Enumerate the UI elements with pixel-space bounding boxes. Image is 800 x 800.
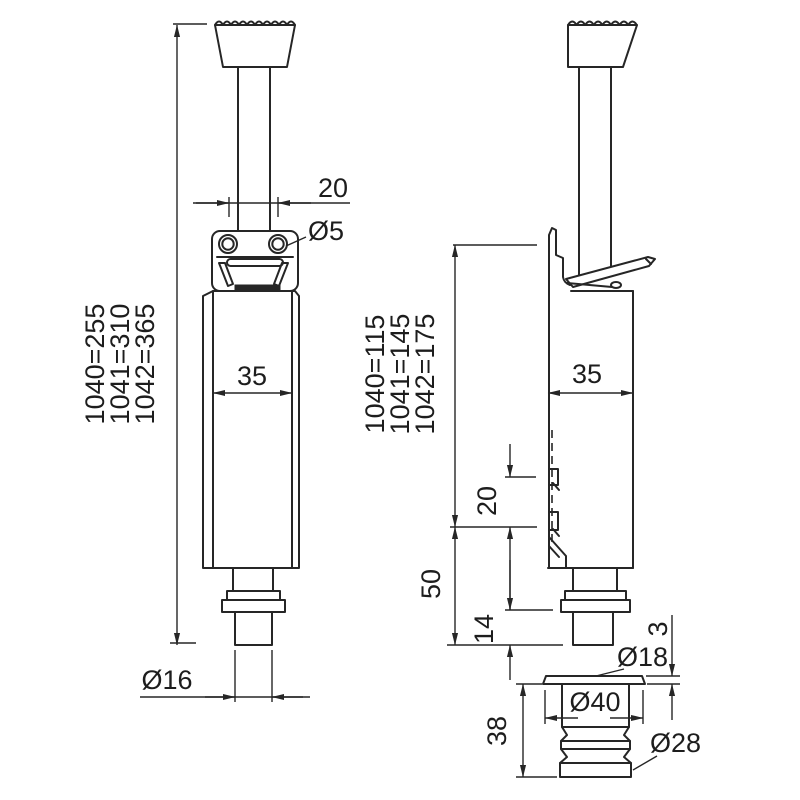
pin-length-label: 14 — [469, 614, 499, 644]
pedal-pivot — [610, 281, 622, 289]
bottom-pin-side — [560, 567, 631, 646]
pin-dia-label: Ø16 — [141, 665, 192, 695]
socket-hole-dimension: Ø18 — [595, 642, 668, 677]
foot-serration — [214, 20, 296, 26]
mounting-bracket — [211, 230, 299, 292]
flange-dia-label: Ø40 — [569, 687, 620, 717]
foot-serration-side — [567, 20, 638, 26]
front-height-label-1041: 1041=310 — [105, 304, 135, 425]
bottom-pin-front — [221, 567, 286, 646]
body-outline — [202, 290, 300, 569]
screw-hole-left-ring — [218, 234, 238, 254]
spring-leg-left — [218, 262, 234, 287]
screw-hole-right — [271, 237, 285, 251]
side-height-label-1040: 1040=115 — [360, 315, 390, 434]
front-width-label: 35 — [237, 361, 267, 391]
lower-offset-dimension: 50 — [416, 526, 459, 646]
release-pedal — [565, 256, 656, 289]
socket-hole-label: Ø18 — [617, 642, 668, 672]
screw-hole-left — [221, 237, 235, 251]
side-width-dimension: 35 — [547, 359, 634, 397]
rubber-foot-front — [214, 20, 296, 68]
side-view: 1040=115 1041=145 1042=175 50 20 14 — [360, 20, 656, 680]
channel-tab-lower — [548, 511, 559, 531]
floor-socket: Ø40 Ø18 Ø28 38 3 — [482, 615, 701, 778]
front-height-label-1042: 1042=365 — [130, 304, 160, 425]
socket-body-dia-dimension: Ø28 — [632, 728, 701, 771]
foot-body-side — [567, 24, 638, 68]
socket-flange — [542, 675, 646, 685]
side-height-dimension: 1040=115 1041=145 1042=175 — [360, 244, 563, 646]
socket-height-dimension: 38 — [482, 683, 557, 778]
screw-hole-right-ring — [268, 234, 288, 254]
front-view: 1040=255 1041=310 1042=365 20 Ø5 35 — [80, 20, 350, 702]
socket-height-label: 38 — [482, 716, 512, 746]
side-width-label: 35 — [572, 359, 602, 389]
lower-offset-label: 50 — [416, 569, 446, 599]
flange-thickness-label: 3 — [643, 621, 673, 636]
body-bottom-chamfer — [548, 536, 567, 569]
spring-leg-right — [273, 262, 289, 287]
rubber-foot-side — [567, 20, 638, 68]
front-width-dimension: 35 — [212, 361, 293, 397]
rod-side — [578, 66, 612, 277]
flange-dia-dimension: Ø40 — [544, 687, 644, 724]
flange-thickness-dimension: 3 — [643, 615, 680, 720]
body-front — [202, 290, 300, 569]
hole-dia-label: Ø5 — [308, 216, 344, 246]
side-height-label-1041: 1041=145 — [385, 314, 415, 435]
side-height-label-1042: 1042=175 — [410, 314, 440, 435]
pin-length-dimension: 14 — [469, 560, 553, 680]
pedal-blade — [565, 256, 656, 288]
slot-spacing-label: 20 — [472, 486, 502, 516]
hole-spacing-dimension: 20 — [193, 173, 350, 217]
front-height-label-1040: 1040=255 — [80, 304, 110, 425]
socket-body-dia-label: Ø28 — [650, 728, 701, 758]
socket-body — [559, 683, 632, 778]
hole-dia-dimension: Ø5 — [285, 216, 344, 247]
foot-body — [214, 24, 296, 68]
pin-dia-dimension: Ø16 — [140, 650, 310, 702]
hole-spacing-label: 20 — [318, 173, 348, 203]
front-height-dimension: 1040=255 1041=310 1042=365 — [80, 23, 207, 646]
